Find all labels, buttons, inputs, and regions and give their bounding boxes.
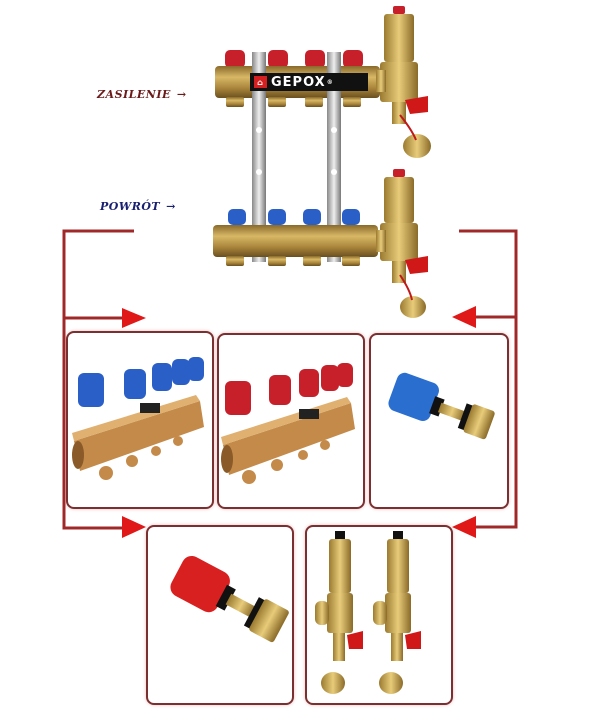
outlet-icon <box>226 256 244 266</box>
mounting-brackets <box>252 52 341 262</box>
blue-knob-icon <box>268 209 286 225</box>
red-knob-icon <box>225 381 251 415</box>
arrow-left-icon <box>452 516 476 538</box>
drain-valve-handle-icon <box>405 96 428 114</box>
brand-label-icon <box>299 409 319 419</box>
drain-cap-icon <box>403 134 431 158</box>
return-knobs <box>228 209 360 225</box>
blue-knob-icon <box>188 357 204 381</box>
drain-valve-handle-icon <box>405 256 428 274</box>
red-knob-icon <box>268 50 288 68</box>
blue-knob-icon <box>78 373 104 407</box>
supply-manifold-photo <box>221 363 355 484</box>
panel-end-fittings <box>305 525 453 705</box>
outlet-icon <box>303 256 321 266</box>
drain-cap-icon <box>400 296 426 318</box>
outlet-icon <box>305 97 323 107</box>
outlet-icon <box>226 97 244 107</box>
drain-cap-icon <box>379 672 403 694</box>
red-knob-icon <box>343 50 363 68</box>
red-cap-icon <box>170 555 230 613</box>
air-vent-cap-icon <box>393 169 405 177</box>
return-manifold-photo <box>72 357 204 480</box>
arrow-left-icon <box>452 306 476 328</box>
supply-knobs <box>225 50 363 68</box>
red-insert-photo <box>170 555 289 643</box>
drain-valve-handle-icon <box>405 631 421 649</box>
supply-label-text: ZASILENIE <box>97 88 171 101</box>
red-knob-icon <box>305 50 325 68</box>
red-knob-icon <box>299 369 319 397</box>
red-knob-icon <box>269 375 291 405</box>
air-vent-cap-icon <box>335 531 345 539</box>
brand-mark: ® <box>326 78 334 86</box>
right-flow-line <box>459 229 518 529</box>
blue-knob-icon <box>152 363 172 391</box>
flow-lines-right <box>459 229 518 529</box>
air-vent-cap-icon <box>393 6 405 14</box>
end-fittings-photo <box>315 531 421 694</box>
left-flow-line <box>62 229 134 530</box>
red-knob-icon <box>321 365 339 391</box>
return-bar <box>213 225 378 257</box>
arrow-right-icon <box>122 516 146 538</box>
brand-logo-icon: ⌂ <box>254 76 267 88</box>
bracket-right <box>327 52 341 262</box>
drain-valve-handle-icon <box>347 631 363 649</box>
blue-insert-photo <box>388 372 495 440</box>
blue-cap-icon <box>388 372 439 421</box>
brand-name: GEPOX <box>271 74 326 90</box>
panel-red-insert <box>146 525 294 705</box>
bracket-left <box>252 52 266 262</box>
supply-label: ZASILENIE → <box>97 88 187 101</box>
outlet-icon <box>268 256 286 266</box>
panel-blue-insert <box>369 333 509 509</box>
blue-knob-icon <box>303 209 321 225</box>
blue-knob-icon <box>124 369 146 399</box>
air-vent-cap-icon <box>393 531 403 539</box>
end-fitting-right <box>373 531 421 694</box>
brand-plate: ⌂ GEPOX® <box>250 73 368 91</box>
blue-knob-icon <box>172 359 190 385</box>
return-end-fitting <box>376 169 428 318</box>
return-label-text: POWRÓT <box>100 200 161 213</box>
outlet-icon <box>342 256 360 266</box>
blue-knob-icon <box>228 209 246 225</box>
return-manifold <box>213 209 378 266</box>
outlet-icon <box>268 97 286 107</box>
return-label: POWRÓT → <box>100 200 176 213</box>
red-knob-icon <box>337 363 353 387</box>
supply-arrow-icon: → <box>176 88 187 101</box>
drain-cap-icon <box>321 672 345 694</box>
brand-label-icon <box>140 403 160 413</box>
return-arrow-icon: → <box>166 200 176 213</box>
panel-return-manifold <box>66 331 214 509</box>
end-fitting-left <box>315 531 363 694</box>
flow-lines-left <box>62 229 134 530</box>
arrow-right-icon <box>122 308 146 328</box>
panel-supply-manifold <box>217 333 365 509</box>
blue-knob-icon <box>342 209 360 225</box>
red-knob-icon <box>225 50 245 68</box>
supply-end-fitting <box>376 6 431 158</box>
outlet-icon <box>343 97 361 107</box>
